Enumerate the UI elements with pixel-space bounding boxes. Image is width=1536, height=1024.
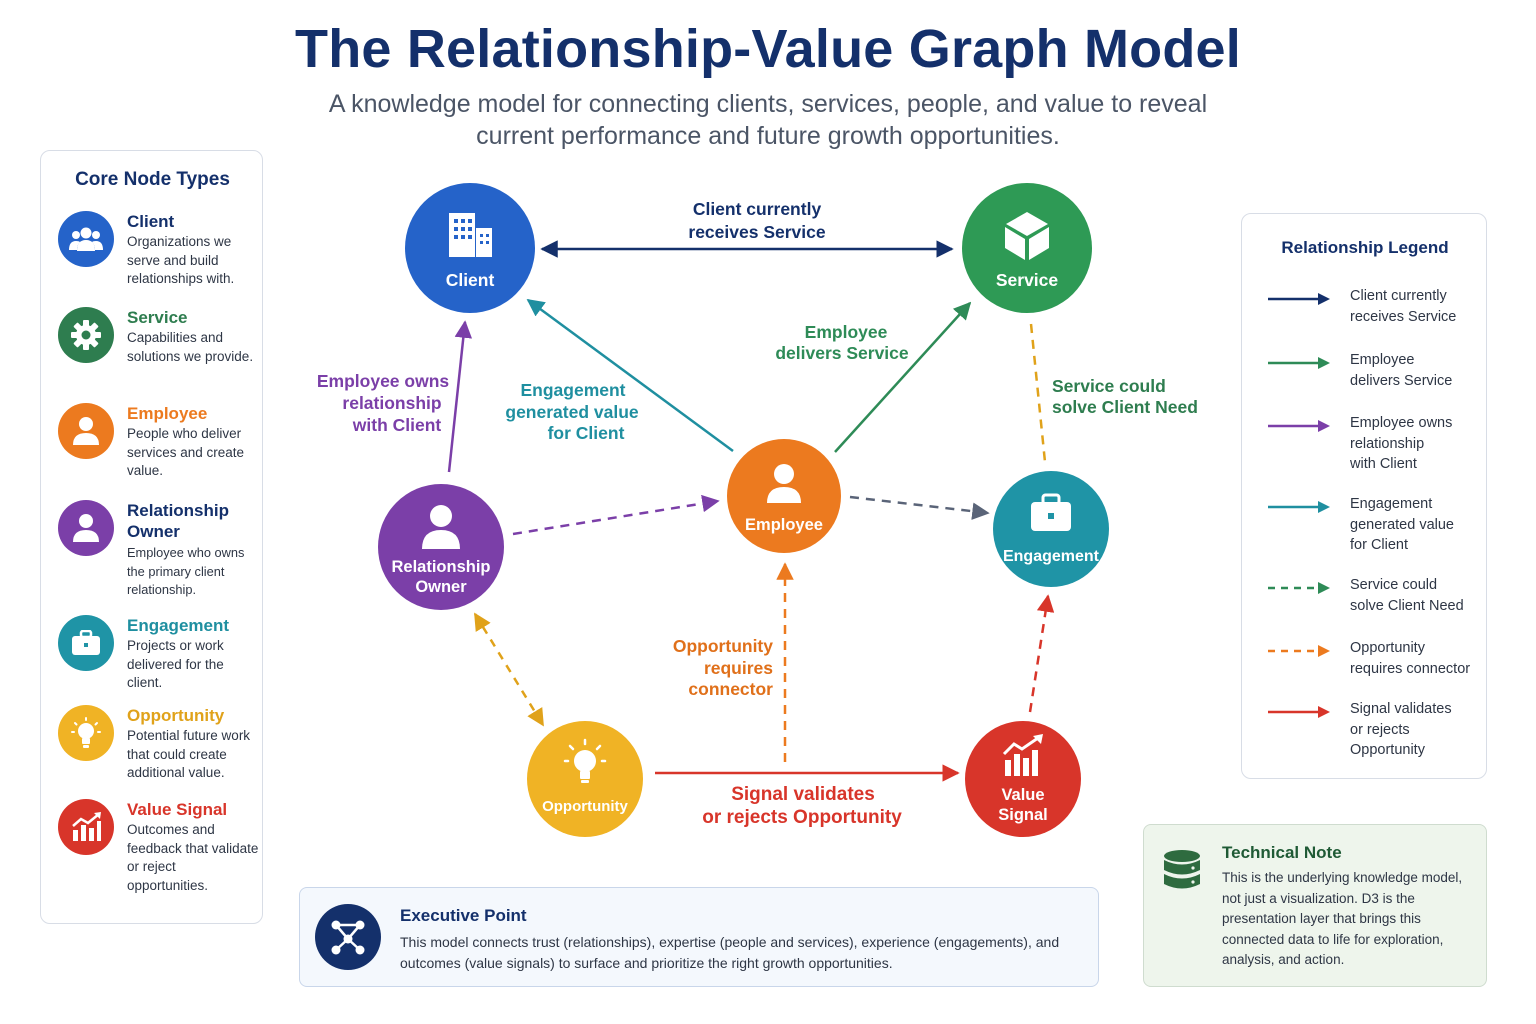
chart-icon [58,799,114,855]
node-label: Service [996,270,1059,290]
legend-arrow [1268,357,1330,369]
core-item-desc: Projects or work delivered for the clien… [127,638,224,690]
legend-title: Relationship Legend [1281,238,1449,257]
core-item-desc: Outcomes and feedback that validate or r… [127,822,259,893]
core-item-desc: Organizations we serve and build relatio… [127,234,235,286]
technical-text: This is the underlying knowledge model, … [1222,870,1463,967]
core-item-name: Opportunity [127,706,225,725]
cube-icon [1005,212,1049,260]
edge-owner-employee [512,494,720,536]
core-item-name: Service [127,308,188,327]
node-label: Client [446,270,495,290]
technical-title: Technical Note [1222,843,1342,862]
node-label: Opportunity [542,798,628,815]
person-icon [422,505,460,549]
database-icon [1164,850,1200,889]
page-subtitle: A knowledge model for connecting clients… [328,90,1208,150]
core-item-desc: People who deliver services and create v… [127,426,245,478]
edge-owner-opportunity [473,612,545,727]
legend-arrow [1268,293,1330,305]
edge-employee-engagement [849,495,990,520]
people-icon [58,211,114,267]
edge-owner-client [447,320,473,473]
gear-icon [58,307,114,363]
legend-arrow [1268,706,1330,718]
core-item-desc: Capabilities and solutions we provide. [127,330,254,364]
edge-signal-engagement [1028,594,1055,713]
node-engagement[interactable]: Engagement [993,471,1109,587]
lightbulb-icon [563,738,607,783]
node-label: Employee [745,516,823,534]
core-item-name: Client [127,212,175,231]
legend-arrow [1268,420,1330,432]
edge-employee-client [526,298,734,453]
legend-arrow [1268,645,1330,657]
executive-point-panel: Executive Point This model connects trus… [299,887,1099,987]
legend-arrow [1268,501,1330,513]
node-opportunity[interactable]: Opportunity [527,721,643,837]
briefcase-icon [58,615,114,671]
person-icon [58,500,114,556]
core-item-name: Value Signal [127,800,228,819]
executive-title: Executive Point [400,906,527,925]
lightbulb-icon [58,705,114,761]
network-icon [315,904,381,970]
core-item-name: Relationship Owner [127,501,230,541]
edge-employee-service [834,301,972,453]
page-title: The Relationship-Value Graph Model [295,19,1241,79]
node-client[interactable]: Client [405,183,535,313]
person-icon [767,464,801,503]
briefcase-icon [1031,493,1071,531]
technical-note-panel: Technical Note This is the underlying kn… [1143,824,1487,987]
legend-arrow [1268,582,1330,594]
core-item-name: Employee [127,404,208,423]
chart-icon [1002,734,1043,776]
building-icon [449,213,492,257]
edge-service-engagement [1029,323,1047,463]
core-item-desc: Potential future work that could create … [127,728,251,780]
node-service[interactable]: Service [962,183,1092,313]
person-icon [58,403,114,459]
core-item-name: Engagement [127,616,230,635]
core-item-desc: Employee who owns the primary client rel… [127,545,245,597]
executive-text: This model connects trust (relationships… [400,934,1060,971]
node-employee[interactable]: Employee [727,439,841,553]
core-node-types-panel: Core Node Types Client Organizations we … [40,150,263,924]
node-label: Engagement [1003,548,1100,565]
core-panel-title: Core Node Types [75,169,230,190]
